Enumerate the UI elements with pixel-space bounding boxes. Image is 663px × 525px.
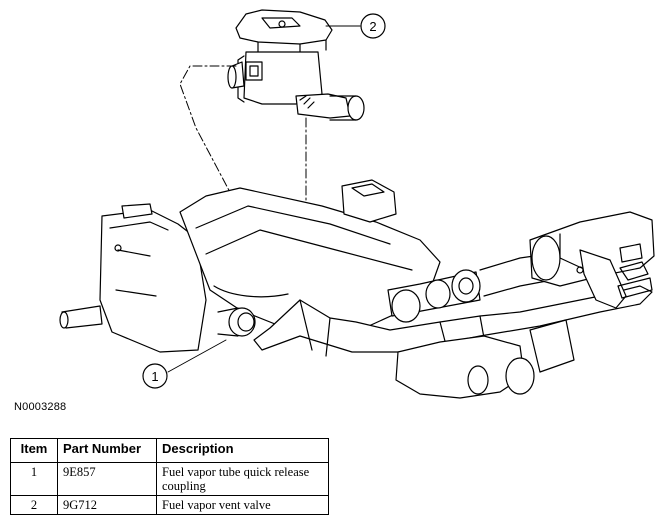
row-item: 1 [10, 462, 58, 496]
vent-valve-drawing [227, 9, 365, 121]
header-description: Description [156, 438, 329, 463]
callout-2: 2 [360, 13, 386, 39]
figure-id: N0003288 [14, 401, 67, 413]
table-header-row: Item Part Number Description [10, 438, 329, 463]
header-part-number: Part Number [57, 438, 157, 463]
callout-leaders [167, 25, 361, 373]
parts-table: Item Part Number Description 1 9E857 Fue… [10, 438, 329, 515]
exploded-view-diagram: 1 2 [59, 9, 655, 399]
row-description: Fuel vapor vent valve [156, 495, 329, 515]
callout-1: 1 [142, 363, 168, 389]
row-item: 2 [10, 495, 58, 515]
table-row: 2 9G712 Fuel vapor vent valve [10, 495, 329, 515]
row-part-number: 9E857 [57, 462, 157, 496]
canister-assembly-drawing [59, 179, 655, 399]
row-part-number: 9G712 [57, 495, 157, 515]
header-item: Item [10, 438, 58, 463]
callout-1-label: 1 [151, 369, 158, 384]
table-row: 1 9E857 Fuel vapor tube quick release co… [10, 462, 329, 496]
callout-2-label: 2 [369, 19, 376, 34]
row-description: Fuel vapor tube quick release coupling [156, 462, 329, 496]
